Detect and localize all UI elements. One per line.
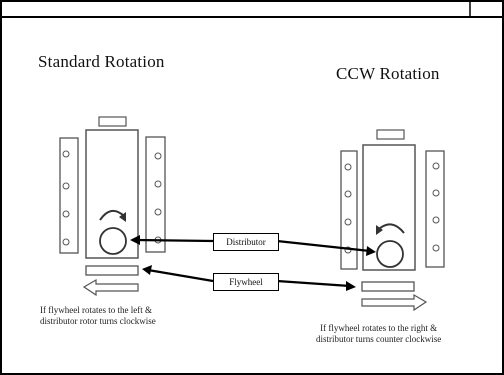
- flywheel-label-text: Flywheel: [229, 277, 263, 287]
- port: [432, 162, 440, 170]
- port: [344, 218, 352, 226]
- caption-line: If flywheel rotates to the left &: [40, 305, 152, 315]
- right-flywheel: [361, 281, 415, 292]
- distributor-label: Distributor: [213, 233, 279, 251]
- port: [62, 150, 70, 158]
- right-rotation-arrowhead: [376, 225, 383, 235]
- port: [432, 189, 440, 197]
- caption-line: distributor rotor turns clockwise: [40, 316, 156, 326]
- standard-rotation-caption: If flywheel rotates to the left & distri…: [40, 305, 156, 327]
- arrowhead: [346, 281, 356, 291]
- left-distributor: [99, 227, 127, 255]
- port: [432, 244, 440, 252]
- left-head-left: [59, 137, 79, 254]
- port: [344, 163, 352, 171]
- left-rotation-arc: [99, 209, 125, 221]
- standard-rotation-title: Standard Rotation: [38, 52, 165, 71]
- arrowhead: [366, 246, 376, 256]
- left-flywheel: [85, 265, 139, 276]
- caption-line: distributor turns counter clockwise: [316, 334, 442, 344]
- port: [62, 210, 70, 218]
- arrowhead: [142, 265, 152, 275]
- port: [154, 180, 162, 188]
- flywheel-label: Flywheel: [213, 273, 279, 291]
- right-head-right: [425, 150, 445, 268]
- left-front-cover: [98, 116, 127, 127]
- leader-arrows: [130, 235, 376, 291]
- left-engine: [59, 116, 166, 297]
- port: [344, 190, 352, 198]
- left-rotation-arrowhead: [119, 212, 126, 222]
- right-engine: [340, 129, 445, 312]
- right-head-left: [340, 150, 358, 270]
- port: [154, 208, 162, 216]
- port: [62, 182, 70, 190]
- right-distributor: [376, 240, 404, 268]
- left-direction-arrow: [82, 278, 139, 297]
- right-rotation-arc: [378, 223, 405, 234]
- left-head-right: [145, 136, 166, 253]
- right-front-cover: [376, 129, 405, 140]
- distributor-label-text: Distributor: [226, 237, 266, 247]
- ccw-rotation-title: CCW Rotation: [336, 64, 440, 83]
- ccw-rotation-caption: If flywheel rotates to the right & distr…: [316, 323, 441, 345]
- port: [432, 216, 440, 224]
- port: [154, 152, 162, 160]
- port: [62, 238, 70, 246]
- right-direction-arrow: [361, 293, 428, 312]
- caption-line: If flywheel rotates to the right &: [320, 323, 438, 333]
- arrowhead: [130, 235, 140, 245]
